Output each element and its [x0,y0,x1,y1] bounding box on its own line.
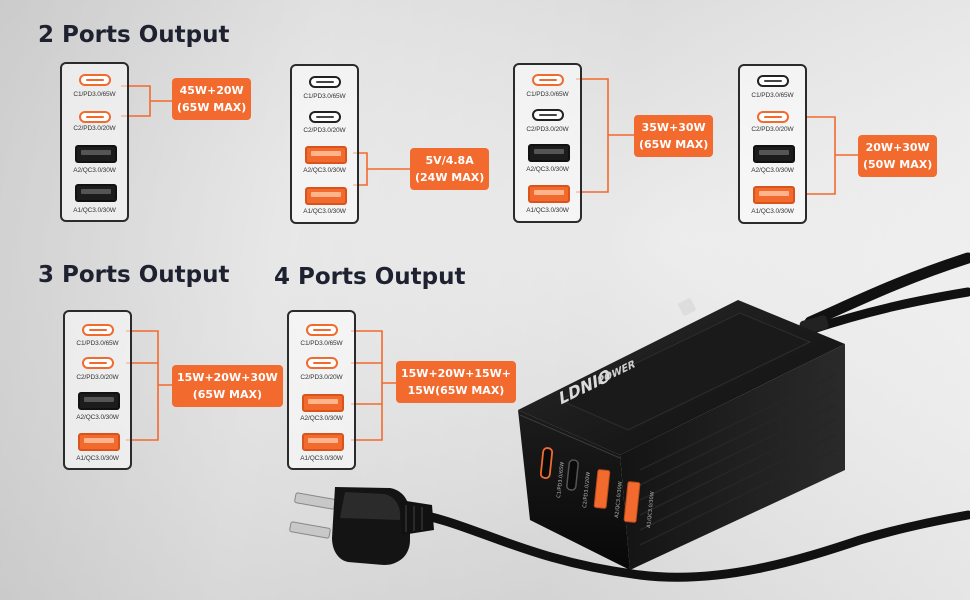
usb-a1-port-icon [78,433,120,451]
usb-c2-port-icon [306,357,338,369]
usb-c2-port-icon [79,111,111,123]
usb-c1-port-icon [532,74,564,86]
c2-label: C2/PD3.0/20W [303,127,346,134]
c2-label: C2/PD3.0/20W [751,126,794,133]
port-panel-5: C1/PD3.0/65W C2/PD3.0/20W A2/QC3.0/30W A… [63,310,132,470]
a2-label: A2/QC3.0/30W [303,167,346,174]
power-plug [289,487,434,565]
usb-a2-port-icon [753,145,795,163]
port-panel-6: C1/PD3.0/65W C2/PD3.0/20W A2/QC3.0/30W A… [287,310,356,470]
logo-icon [678,298,696,316]
config-badge-3: 35W+30W (65W MAX) [634,115,714,157]
c1-label: C1/PD3.0/65W [751,92,794,99]
usb-c1-port-icon [306,324,338,336]
port-panel-4: C1/PD3.0/65W C2/PD3.0/20W A2/QC3.0/30W A… [738,64,807,224]
a2-label: A2/QC3.0/30W [300,415,343,422]
usb-c2-port-icon [532,109,564,121]
c2-label: C2/PD3.0/20W [526,126,569,133]
a1-label: A1/QC3.0/30W [76,455,119,462]
c1-label: C1/PD3.0/65W [300,340,343,347]
a1-label: A1/QC3.0/30W [303,208,346,215]
config-3-line1: 35W+30W [641,121,706,134]
config-5-line1: 15W+20W+30W [177,371,278,384]
c1-label: C1/PD3.0/65W [73,91,116,98]
usb-a1-port-icon [75,184,117,202]
front-label-a2: A2/QC3.0/30W [614,481,624,518]
usb-c2-port-icon [757,111,789,123]
c2-label: C2/PD3.0/20W [300,374,343,381]
c2-label: C2/PD3.0/20W [76,374,119,381]
config-badge-6: 15W+20W+15W+ 15W(65W MAX) [396,361,516,403]
config-1-line2: (65W MAX) [177,101,247,114]
power-cord [400,252,970,582]
a1-label: A1/QC3.0/30W [73,207,116,214]
usb-c1-port-icon [757,75,789,87]
usb-a1-port-icon [305,187,347,205]
c1-label: C1/PD3.0/65W [76,340,119,347]
usb-a2-port-icon [75,145,117,163]
config-1-line1: 45W+20W [179,84,244,97]
usb-a1-port-icon [528,185,570,203]
config-badge-4: 20W+30W (50W MAX) [858,135,938,177]
config-6-line2: 15W(65W MAX) [407,384,505,397]
port-panel-3: C1/PD3.0/65W C2/PD3.0/20W A2/QC3.0/30W A… [513,63,582,223]
usb-c1-port-icon [79,74,111,86]
front-label-c2: C2/PD3.0/20W [582,472,592,509]
config-badge-5: 15W+20W+30W (65W MAX) [172,365,283,407]
config-2-line2: (24W MAX) [415,171,485,184]
usb-c1-port-icon [82,324,114,336]
config-4-line1: 20W+30W [865,141,930,154]
c1-label: C1/PD3.0/65W [303,93,346,100]
front-label-c1: C1/PD3.0/65W [556,462,566,499]
front-ports [539,447,641,523]
usb-a2-port-icon [78,392,120,410]
a1-label: A1/QC3.0/30W [300,455,343,462]
a2-label: A2/QC3.0/30W [73,167,116,174]
usb-c2-port-icon [309,111,341,123]
a1-label: A1/QC3.0/30W [751,208,794,215]
config-3-line2: (65W MAX) [639,138,709,151]
port-panel-1: C1/PD3.0/65W C2/PD3.0/20W A2/QC3.0/30W A… [60,62,129,222]
config-6-line1: 15W+20W+15W+ [401,367,511,380]
usb-a2-port-icon [305,146,347,164]
a1-label: A1/QC3.0/30W [526,207,569,214]
front-label-a1: A1/QC3.0/30W [646,491,656,528]
config-4-line2: (50W MAX) [863,158,933,171]
port-panel-2: C1/PD3.0/65W C2/PD3.0/20W A2/QC3.0/30W A… [290,64,359,224]
usb-c2-port-icon [82,357,114,369]
config-badge-1: 45W+20W (65W MAX) [172,78,252,120]
usb-a2-port-icon [302,394,344,412]
a2-label: A2/QC3.0/30W [751,167,794,174]
c2-label: C2/PD3.0/20W [73,125,116,132]
charger-side [620,344,845,570]
a2-label: A2/QC3.0/30W [526,166,569,173]
config-2-line1: 5V/4.8A [425,154,474,167]
three-ports-title: 3 Ports Output [38,262,230,288]
a2-label: A2/QC3.0/30W [76,414,119,421]
usb-c1-port-icon [309,76,341,88]
config-badge-2: 5V/4.8A (24W MAX) [410,148,490,190]
four-ports-title: 4 Ports Output [274,264,466,290]
usb-a2-port-icon [528,144,570,162]
c1-label: C1/PD3.0/65W [526,91,569,98]
config-5-line2: (65W MAX) [192,388,263,401]
usb-a1-port-icon [302,433,344,451]
two-ports-title: 2 Ports Output [38,22,230,48]
usb-a1-port-icon [753,186,795,204]
